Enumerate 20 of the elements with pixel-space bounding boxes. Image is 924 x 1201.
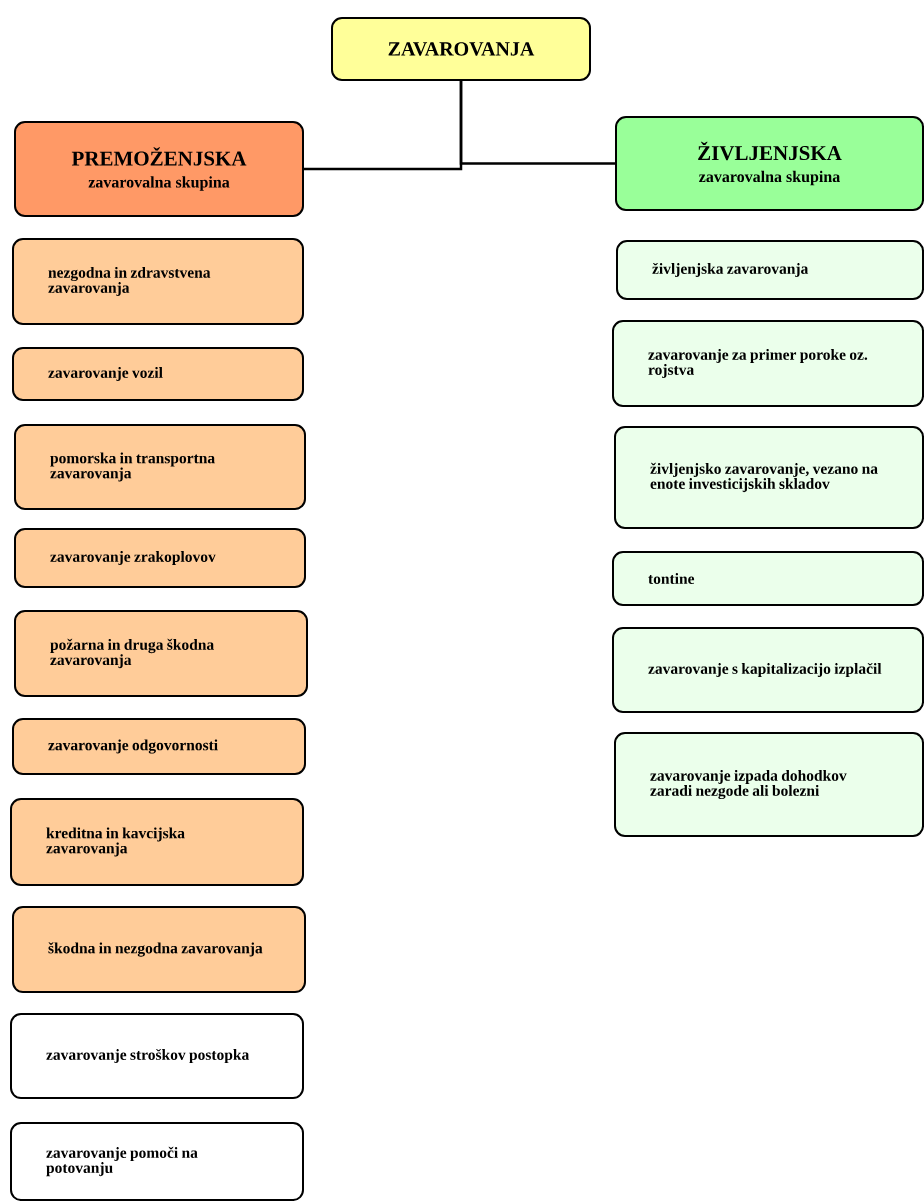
- category-box: zavarovanje za primer poroke oz. rojstva: [612, 320, 924, 407]
- category-box: zavarovanje pomoči na potovanju: [10, 1122, 304, 1201]
- category-box: zavarovanje izpada dohodkov zaradi nezgode ali bolezni: [614, 732, 924, 837]
- category-box: zavarovanje odgovornosti: [12, 718, 306, 775]
- connector-line: [459, 81, 615, 165]
- category-box: pomorska in transportna zavarovanja: [14, 424, 306, 510]
- category-box: nezgodna in zdravstvena zavarovanja: [12, 238, 304, 325]
- category-box: zavarovanje stroškov postopka: [10, 1013, 304, 1099]
- category-box: življenjsko zavarovanje, vezano na enote investicijskih skladov: [614, 426, 924, 529]
- group-box: PREMOŽENJSKA zavarovalna skupina: [14, 121, 304, 217]
- category-box: škodna in nezgodna zavarovanja: [12, 906, 306, 993]
- category-box: zavarovanje s kapitalizacijo izplačil: [612, 627, 924, 713]
- category-box: kreditna in kavcijska zavarovanja: [10, 798, 304, 886]
- category-box: tontine: [612, 551, 924, 606]
- title-box: ZAVAROVANJA: [331, 17, 591, 81]
- category-box: zavarovanje zrakoplovov: [14, 528, 306, 588]
- category-box: zavarovanje vozil: [12, 347, 304, 401]
- group-box: ŽIVLJENJSKA zavarovalna skupina: [615, 116, 924, 211]
- category-box: življenjska zavarovanja: [616, 240, 924, 300]
- category-box: požarna in druga škodna zavarovanja: [14, 610, 308, 697]
